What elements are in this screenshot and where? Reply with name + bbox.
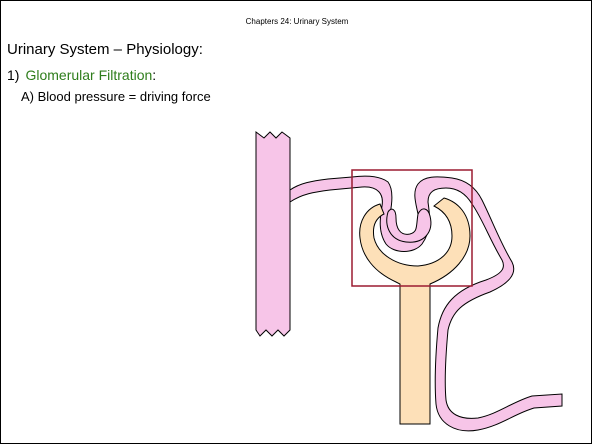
artery-vessel [256,132,290,336]
glomerulus-loop [387,209,431,242]
